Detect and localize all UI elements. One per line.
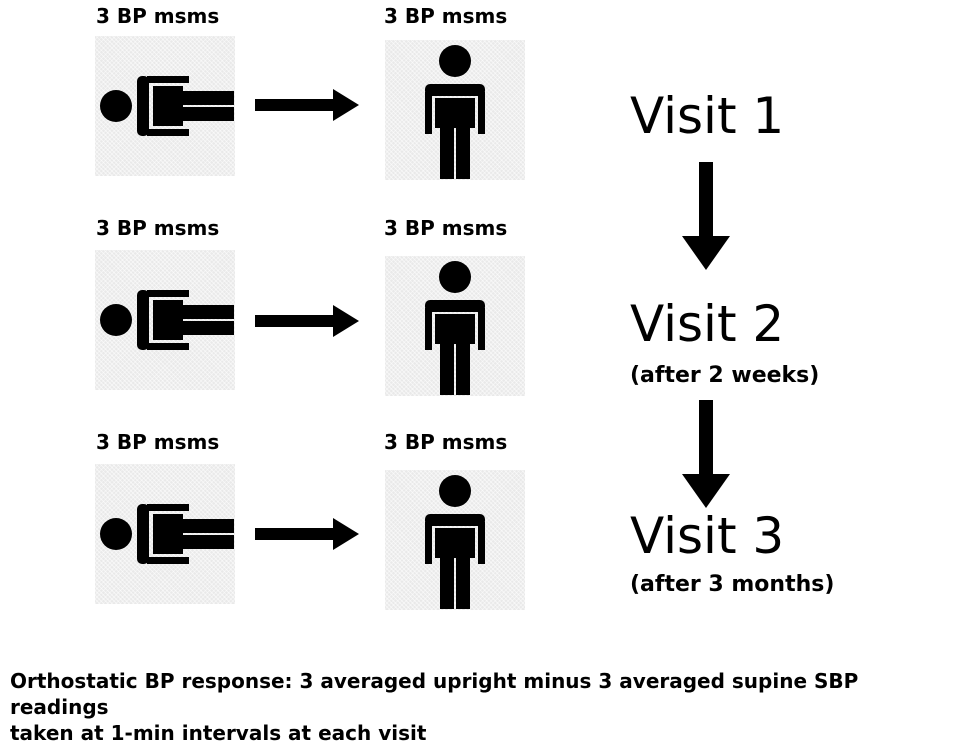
upright-figure-box (385, 256, 525, 396)
supine-measurement-label: 3 BP msms (96, 430, 220, 454)
supine-person-icon (95, 250, 235, 390)
upright-measurement-label: 3 BP msms (384, 216, 508, 240)
supine-figure-box (95, 36, 235, 176)
right-arrow-icon (255, 89, 359, 121)
footnote: Orthostatic BP response: 3 averaged upri… (10, 668, 960, 746)
supine-figure-box (95, 250, 235, 390)
visit-2-subtitle: (after 2 weeks) (630, 363, 820, 388)
visit-2-title: Visit 2 (630, 295, 785, 353)
supine-measurement-label: 3 BP msms (96, 4, 220, 28)
upright-measurement-label: 3 BP msms (384, 430, 508, 454)
visit-1-title: Visit 1 (630, 87, 785, 145)
upright-person-icon (385, 256, 525, 396)
supine-person-icon (95, 464, 235, 604)
right-arrow-icon (255, 305, 359, 337)
down-arrow-icon (682, 162, 730, 270)
visit-3-subtitle: (after 3 months) (630, 572, 835, 597)
down-arrow-icon (682, 400, 730, 508)
upright-figure-box (385, 40, 525, 180)
upright-person-icon (385, 40, 525, 180)
footnote-line-2: taken at 1-min intervals at each visit (10, 721, 427, 745)
right-arrow-icon (255, 518, 359, 550)
upright-person-icon (385, 470, 525, 610)
upright-figure-box (385, 470, 525, 610)
supine-measurement-label: 3 BP msms (96, 216, 220, 240)
footnote-line-1: Orthostatic BP response: 3 averaged upri… (10, 669, 859, 719)
supine-person-icon (95, 36, 235, 176)
visit-3-title: Visit 3 (630, 507, 785, 565)
supine-figure-box (95, 464, 235, 604)
upright-measurement-label: 3 BP msms (384, 4, 508, 28)
